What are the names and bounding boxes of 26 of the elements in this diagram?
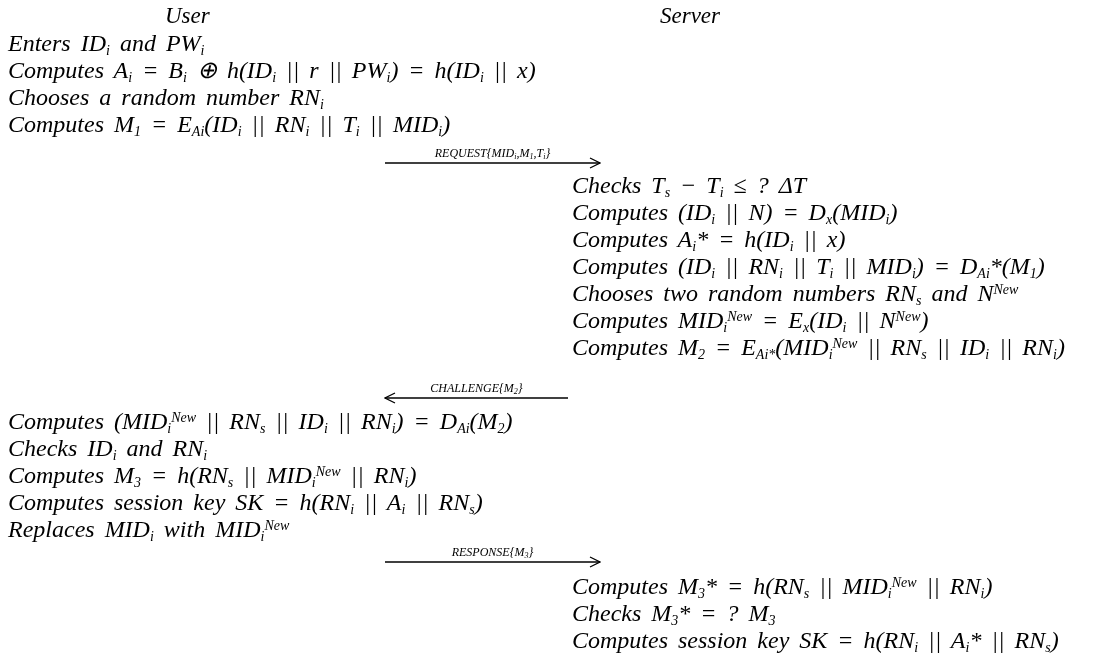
protocol-step: Checks T$_{s}$ − T$_{i}$ ≤ ? ΔT [572, 172, 807, 199]
protocol-step: Computes M$_{3}$* = h(RN$_{s}$ || MID$_{i}$$^{New}$ || RN$_{i}$) [572, 573, 993, 600]
protocol-step: Checks ID$_{i}$ and RN$_{i}$ [8, 435, 208, 462]
protocol-step: Computes session key SK = h(RN$_{i}$ || A$_{i}$* || RN$_{s}$) [572, 627, 1059, 654]
protocol-step: Computes MID$_{i}$$^{New}$ = E$_{x}$(ID$_{i}$ || N$^{New}$) [572, 307, 929, 334]
protocol-step: Enters ID$_{i}$ and PW$_{i}$ [8, 30, 205, 57]
protocol-step: Computes M$_{1}$ = E$_{Ai}$(ID$_{i}$ || RN$_{i}$ || T$_{i}$ || MID$_{i}$) [8, 111, 451, 138]
protocol-step: Chooses a random number RN$_{i}$ [8, 84, 324, 111]
edge-label: RESPONSE{M$_{3}$} [451, 545, 534, 559]
column-heading: Server [660, 2, 721, 29]
protocol-step: Computes A$_{i}$ = B$_{i}$ ⊕ h(ID$_{i}$ || r || PW$_{i}$) = h(ID$_{i}$ || x) [8, 57, 536, 84]
arrow [384, 392, 569, 404]
arrow [384, 556, 601, 568]
protocol-step: Computes M$_{3}$ = h(RN$_{s}$ || MID$_{i}$$^{New}$ || RN$_{i}$) [8, 462, 417, 489]
edge-label: CHALLENGE{M$_{2}$} [430, 381, 523, 395]
protocol-step: Computes (MID$_{i}$$^{New}$ || RN$_{s}$ || ID$_{i}$ || RN$_{i}$) = D$_{Ai}$(M$_{2}$) [8, 408, 513, 435]
column-heading: User [165, 2, 210, 29]
protocol-step: Checks M$_{3}$* = ? M$_{3}$ [572, 600, 776, 627]
edge-label: REQUEST{MID$_{i}$,M$_{1}$,T$_{i}$} [434, 146, 551, 160]
protocol-step: Computes M$_{2}$ = E$_{Ai*}$(MID$_{i}$$^{New}$ || RN$_{s}$ || ID$_{i}$ || RN$_{i}$) [572, 334, 1065, 361]
arrow [384, 157, 601, 169]
protocol-step: Computes (ID$_{i}$ || N) = D$_{x}$(MID$_{i}$) [572, 199, 898, 226]
protocol-step: Computes A$_{i}$* = h(ID$_{i}$ || x) [572, 226, 846, 253]
protocol-step: Computes session key SK = h(RN$_{i}$ || A$_{i}$ || RN$_{s}$) [8, 489, 483, 516]
protocol-step: Computes (ID$_{i}$ || RN$_{i}$ || T$_{i}$ || MID$_{i}$) = D$_{Ai}$*(M$_{1}$) [572, 253, 1045, 280]
protocol-step: Chooses two random numbers RN$_{s}$ and N$^{New}$ [572, 280, 1019, 307]
